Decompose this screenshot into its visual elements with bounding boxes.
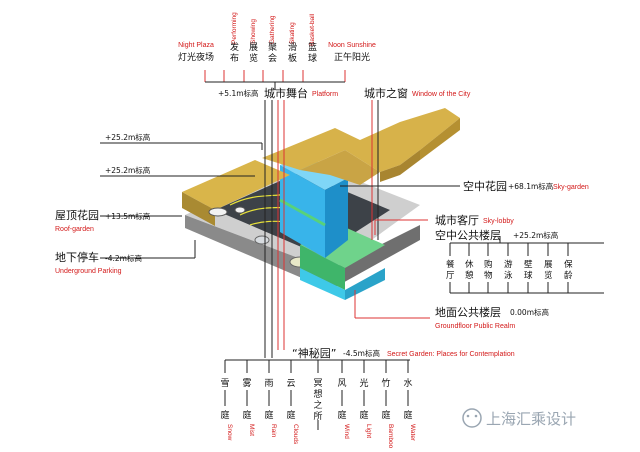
garden-1-cn: 雾 [242,378,251,389]
amenity-rest: 休憩 [465,259,474,281]
sky-garden-en: Sky-garden [553,184,589,191]
label-noon-sunshine-en: Noon Sunshine [328,42,376,49]
label-basketball-en: Basket-ball [309,13,316,46]
upper-wing-face [380,150,420,182]
label-night-plaza-cn: 灯光夜场 [178,51,214,63]
label-noon-sunshine-cn: 正午阳光 [334,51,370,63]
sky-garden-title: 空中花园 [463,179,507,193]
garden-3-en: Clouds [292,424,299,445]
public-floor-title: 空中公共楼层 [435,228,501,242]
garden-list: 雪庭 Snow 雾庭 Mist 雨庭 Rain 云庭 Clouds 冥想之所 风庭 Wind 光庭 Li… [220,377,416,449]
roof-garden-en: Roof-garden [55,226,94,233]
courtyard-void [254,235,270,245]
label-night-plaza-en: Night Plaza [178,42,214,49]
podium-green-face [300,245,345,290]
garden-7-cn: 竹 [381,377,390,389]
garden-5-en: Wind [343,424,350,439]
slab-front-face [185,215,330,290]
roof-garden-top [182,160,290,210]
label-performing-cn: 发布 [230,41,239,64]
label-gathering-cn: 聚会 [268,42,277,64]
amenity-swimming: 游泳 [504,259,513,281]
building-model [182,108,460,300]
garden-2-cn: 雨 [264,378,273,389]
amenity-restaurant: 餐厅 [446,260,455,281]
amenity-exhibition: 展览 [544,260,553,281]
garden-1-suffix: 庭 [242,409,251,421]
window-en: Window of the City [412,91,471,98]
leader-lines [100,70,604,430]
garden-4-cn: 冥想之所 [313,378,322,422]
groundfloor-en: Groundfloor Public Realm [435,323,515,330]
slab-right-face [330,225,420,290]
garden-6-suffix: 庭 [359,409,368,421]
secret-garden-title: “神秘园” [292,346,336,360]
label-performing-en: Performing [231,12,238,44]
level-13-5: +13.5m标高 [105,211,151,221]
garden-5-suffix: 庭 [337,409,346,421]
garden-8-cn: 水 [403,377,412,389]
tower-side [325,178,348,258]
sky-garden-band [279,198,326,227]
label-basketball-cn: 篮球 [308,41,317,64]
platform-level: +5.1m标高 [218,88,259,98]
amenity-shopping: 购物 [484,259,493,281]
underground-title: 地下停车 [55,250,99,264]
garden-3-suffix: 庭 [286,409,295,421]
roof-garden-face [182,192,215,226]
garden-0-suffix: 庭 [220,409,229,421]
groundfloor-level: 0.00m标高 [510,307,550,317]
underground-level: -4.2m标高 [105,253,142,263]
garden-6-cn: 光 [359,377,368,389]
public-floor-level: +25.2m标高 [513,230,559,240]
garden-2-en: Rain [270,424,277,438]
wechat-icon [462,408,482,428]
platform-title: 城市舞台 [264,86,308,100]
sky-lobby-en: Sky-lobby [483,218,514,225]
roof-garden-title: 屋顶花园 [55,209,99,222]
groundfloor-title: 地面公共楼层 [435,305,501,319]
level-25-2b: +25.2m标高 [105,165,151,175]
garden-5-cn: 风 [337,378,346,389]
upper-wing-face [420,118,460,160]
garden-8-suffix: 庭 [403,409,412,421]
watermark: 上海汇乘设计 [462,408,576,428]
roof-skylight [208,207,228,217]
label-skating-cn: 滑板 [288,42,297,64]
amenities: 餐厅 休憩 购物 游泳 壁球 展览 保龄 [446,259,573,281]
level-25-2a: +25.2m标高 [105,132,151,142]
watermark-text: 上海汇乘设计 [486,410,576,428]
secret-garden-en: Secret Garden: Places for Contemplation [387,351,515,358]
sky-lobby-title: 城市客厅 [435,213,479,227]
sky-garden-level: +68.1m标高 [508,181,554,191]
roof-skylight [234,206,246,214]
window-title: 城市之窗 [364,86,408,100]
garden-2-suffix: 庭 [264,409,273,421]
label-showing-en: Showing [250,19,257,44]
upper-wing-top [262,108,460,172]
amenity-bowling: 保龄 [564,259,573,281]
garden-6-en: Light [365,424,372,438]
garden-8-en: Water [409,424,416,442]
underground-en: Underground Parking [55,268,122,275]
label-gathering-en: Gathering [269,15,276,44]
label-skating-en: Skating [289,22,296,44]
garden-7-suffix: 庭 [381,409,390,421]
podium-cyan-face [300,268,345,300]
garden-7-en: Bamboo [387,424,394,449]
garden-1-en: Mist [248,424,255,436]
garden-3-cn: 云 [286,379,295,389]
middle-wing-top [300,150,380,185]
garden-0-cn: 雪 [220,378,229,389]
amenity-squash: 壁球 [524,259,533,281]
platform-en: Platform [312,91,338,98]
secret-garden-level: -4.5m标高 [343,348,380,358]
label-showing-cn: 展览 [249,42,258,64]
garden-0-en: Snow [226,424,233,441]
